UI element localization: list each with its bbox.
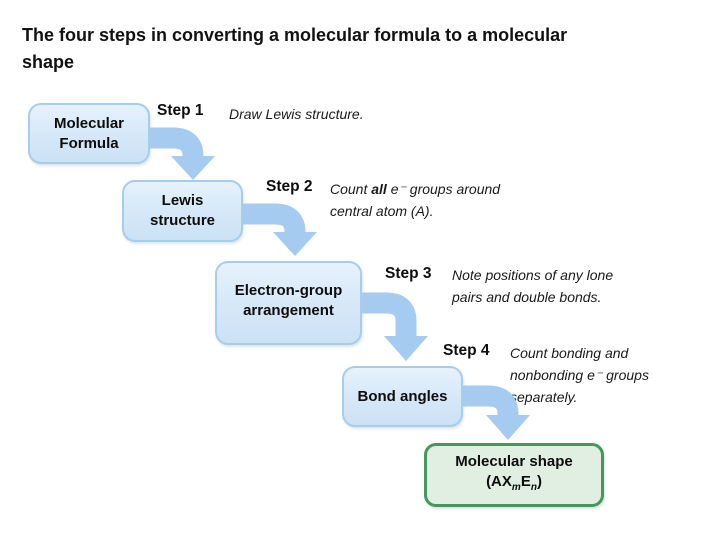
slide-title-line2: shape	[22, 52, 75, 72]
step4-label: Step 4	[443, 342, 490, 359]
formula-mid: E	[520, 473, 531, 490]
box-molecular-shape-line1: Molecular shape	[455, 453, 573, 470]
slide-title-line1: The four steps in converting a molecular…	[22, 25, 568, 45]
step2-description: Count all e⁻ groups around central atom …	[330, 178, 500, 222]
formula-pre: (AX	[486, 473, 512, 490]
box-molecular-shape: Molecular shape (AXmEn)	[424, 443, 604, 507]
step3-desc-line1: Note positions of any lone	[452, 267, 614, 283]
step4-description: Count bonding and nonbonding e⁻ groups s…	[510, 342, 649, 408]
formula-sub-n: n	[530, 482, 537, 493]
step1-desc-line1: Draw Lewis structure.	[229, 106, 364, 122]
box-molecular-formula: Molecular Formula	[28, 103, 150, 164]
arrow-step3-icon	[362, 292, 428, 361]
step3-desc-line2: pairs and double bonds.	[452, 289, 602, 305]
arrow-step2-icon	[243, 203, 317, 256]
box-bond-angles: Bond angles	[342, 366, 463, 427]
box-electron-group-line1: Electron-group	[234, 282, 343, 299]
step4-desc-line2: nonbonding e⁻ groups	[510, 367, 649, 383]
step1-description: Draw Lewis structure.	[229, 103, 364, 125]
step2-desc-emph: all	[371, 181, 387, 197]
step2-label: Step 2	[266, 178, 313, 195]
step2-desc-post: e⁻ groups around	[386, 181, 501, 197]
step2-desc-line1: Count all e⁻ groups around	[330, 178, 500, 200]
step2-desc-pre: Count	[330, 181, 372, 197]
box-lewis-structure-line2: structure	[149, 212, 216, 229]
step3-label: Step 3	[385, 265, 432, 282]
box-molecular-shape-formula: (AXmEn)	[486, 472, 542, 498]
step3-description: Note positions of any lone pairs and dou…	[452, 264, 613, 308]
box-molecular-formula-line2: Formula	[59, 134, 119, 152]
box-electron-group-line2: arrangement	[243, 302, 334, 319]
formula-sub-m: m	[511, 482, 521, 493]
box-electron-group-arrangement: Electron-group arrangement	[215, 261, 362, 345]
box-lewis-structure: Lewis structure	[122, 180, 243, 242]
box-lewis-structure-line1: Lewis	[161, 192, 204, 209]
arrow-step1-icon	[150, 127, 215, 180]
step1-label: Step 1	[157, 102, 204, 119]
step4-desc-line3: separately.	[510, 389, 578, 405]
box-molecular-formula-line1: Molecular	[53, 114, 125, 132]
box-bond-angles-line1: Bond angles	[357, 387, 448, 405]
formula-post: )	[536, 473, 542, 490]
slide-title: The four steps in converting a molecular…	[22, 22, 712, 76]
step4-desc-line1: Count bonding and	[510, 345, 629, 361]
step2-desc-line2: central atom (A).	[330, 203, 434, 219]
